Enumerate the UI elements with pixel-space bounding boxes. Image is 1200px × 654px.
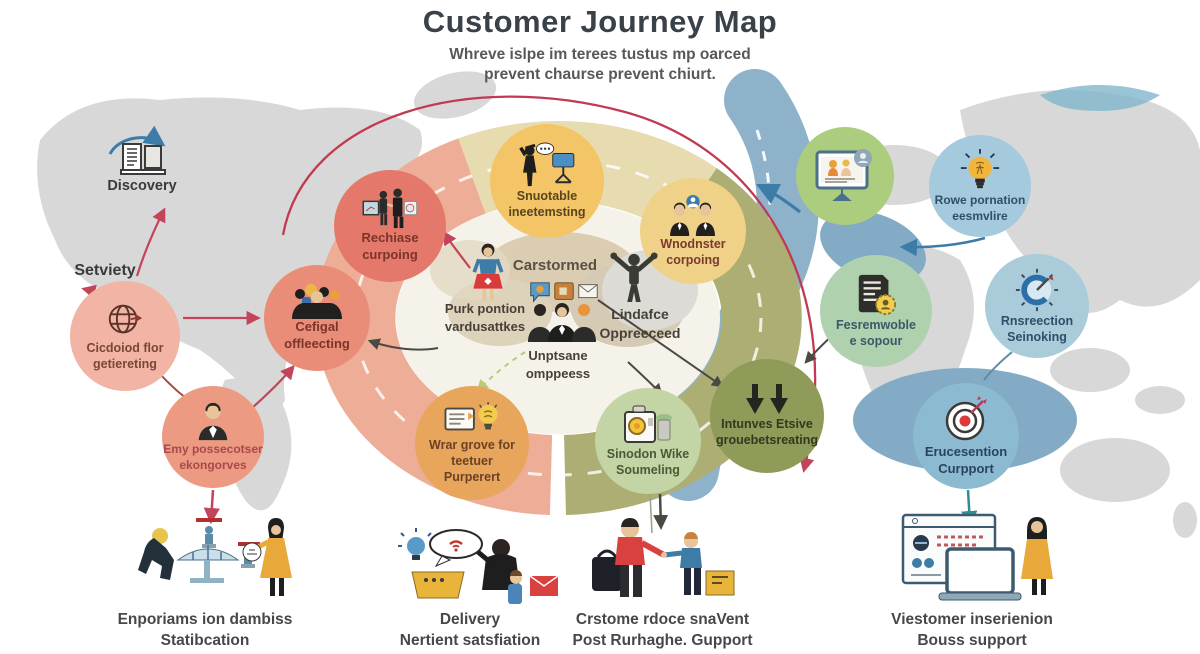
book-icon	[115, 134, 173, 180]
lightbulb-icon	[958, 147, 1002, 193]
subtitle-line-2: prevent chaurse prevent chiurt.	[484, 66, 716, 83]
stage-bubble-sinodon: Sinodon Wike Soumeling	[595, 388, 701, 494]
scene-delivery-label: Delivery Nertient satsfiation	[399, 611, 541, 649]
contact-icons-row	[528, 281, 600, 305]
stage-bubble-wrar: Wrar grove for teetuer Purperert	[415, 386, 529, 500]
stage-bubble-rowe: Rowe pornation eesmvlire	[929, 135, 1031, 237]
page-title: Customer Journey Map	[422, 4, 778, 39]
scene-delivery-illustration	[398, 528, 563, 610]
stage-bubble-wnodnster: Wnodnster corpoing	[640, 178, 746, 284]
red-route-arc	[281, 95, 817, 473]
stage-bubble-rechiase: Rechiase curpoing	[334, 170, 446, 282]
stage-bubble-cefigal: Cefigal offleecting	[264, 265, 370, 371]
stage-bubble-fesremwoble: Fesremwoble e sopour	[820, 255, 932, 367]
raised-arms-figure-icon	[608, 250, 660, 304]
unptsane-label: Unptsane omppeess	[525, 348, 591, 381]
target-icon	[941, 394, 991, 444]
stage-bubble-globe: Cicdoiod flor getiereting	[70, 281, 180, 391]
discovery-label: Discovery	[107, 178, 177, 194]
ticket-bulb-icon	[443, 401, 501, 437]
stage-bubble-snuotable: Snuotable ineetemsting	[490, 124, 604, 238]
female-figure-icon	[466, 242, 510, 304]
lindafce-label: Lindafce Oppreeceed	[599, 306, 681, 341]
scene-handshake-label: Crstome rdoce snaVent Post Rurhaghe. Gup…	[572, 611, 753, 649]
handshake-icon	[361, 188, 419, 230]
stage-bubble-erucesention: Erucesention Curpport	[913, 383, 1019, 489]
subtitle-line-1: Whreve islpe im terees tustus mp oarced	[449, 46, 751, 63]
document-badge-icon	[854, 273, 898, 317]
crowd-icon	[290, 283, 344, 320]
compass-icon	[1014, 267, 1060, 313]
person-icon	[191, 400, 235, 442]
interior-blobs	[430, 232, 698, 347]
stage-bubble-rnsreection: Rnsreection Seinoking	[985, 254, 1089, 358]
duo-avatar-icon	[667, 194, 719, 236]
world-map	[37, 71, 1200, 538]
down-arrows-icon	[743, 383, 791, 416]
scene-support-label: Viestomer inserienion Bouss support	[891, 611, 1053, 649]
carstormed-label: Carstormed	[512, 257, 598, 274]
globe-icon	[104, 300, 146, 340]
setviety-label: Setviety	[74, 262, 136, 279]
scene-satisfaction-illustration	[118, 508, 303, 606]
scene-handshake-illustration	[588, 515, 738, 608]
stage-bubble-monitor	[796, 127, 894, 225]
team-figures-icon	[526, 300, 598, 342]
presenter-icon	[516, 142, 578, 188]
stage-bubble-prospect: Emy possecotser ekongorves	[162, 386, 264, 488]
scene-support-illustration	[895, 505, 1060, 605]
purk-label: Purk pontion vardusattkes	[444, 301, 526, 334]
scene-satisfaction-label: Enporiams ion dambiss Statibcation	[117, 611, 293, 649]
appliance-icon	[621, 404, 675, 446]
stage-bubble-intunves: Intunves Etsive grouebetsreating	[710, 359, 824, 473]
monitor-icon	[813, 148, 877, 204]
